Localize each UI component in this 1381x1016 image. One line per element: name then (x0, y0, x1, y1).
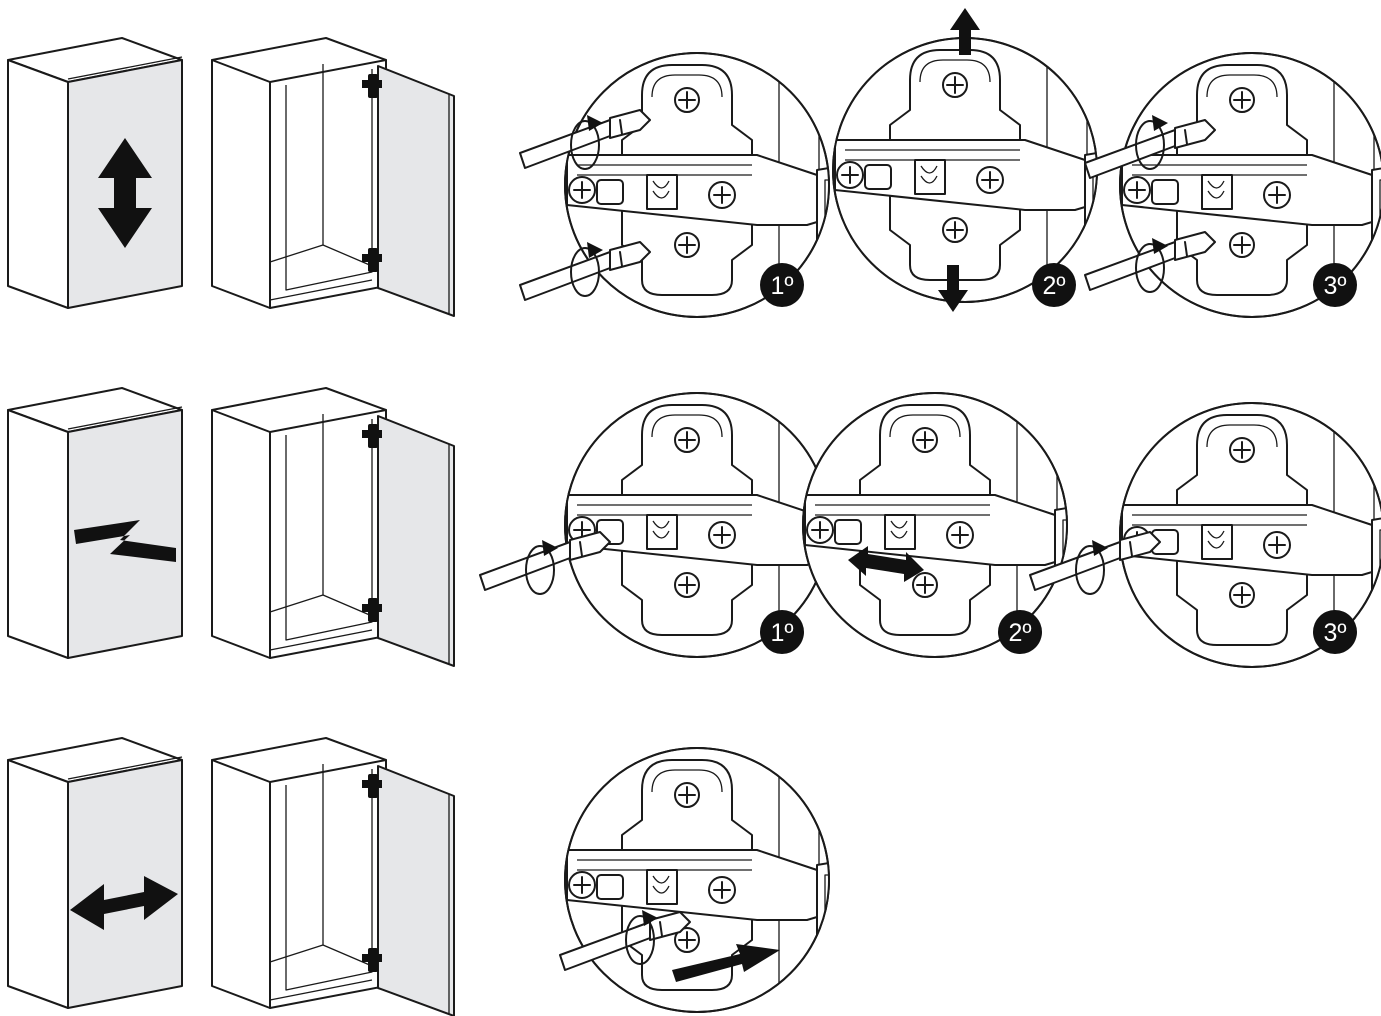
step-3-vertical-badge: 3º (1313, 263, 1357, 307)
step-1-depth-badge: 1º (760, 610, 804, 654)
step-1-vertical-badge: 1º (760, 263, 804, 307)
step-2-depth-badge: 2º (998, 610, 1042, 654)
step-1-depth-loosen (480, 393, 857, 657)
open-cabinet-lateral (212, 738, 454, 1016)
step-3-depth-badge: 3º (1313, 610, 1357, 654)
step-3-depth-label: 3º (1323, 619, 1346, 647)
open-cabinet-vertical (212, 38, 454, 316)
row-depth-adjustment (8, 388, 454, 666)
step-lateral-adjust (560, 748, 857, 1012)
step-2-vertical-label: 2º (1042, 272, 1065, 300)
open-cabinet-depth (212, 388, 454, 666)
step-2-depth-move (803, 393, 1095, 657)
step-1-vertical-label: 1º (770, 272, 793, 300)
closed-cabinet-lateral (8, 738, 182, 1008)
step-1-depth-label: 1º (770, 619, 793, 647)
closed-cabinet-vertical (8, 38, 182, 308)
step-1-vertical-loosen (520, 53, 857, 317)
step-2-depth-label: 2º (1008, 619, 1031, 647)
step-2-vertical-badge: 2º (1032, 263, 1076, 307)
step-2-vertical-move (833, 8, 1125, 312)
step-3-vertical-label: 3º (1323, 272, 1346, 300)
row-vertical-adjustment: 1º 2º (8, 8, 1381, 317)
closed-cabinet-depth (8, 388, 182, 658)
row-lateral-adjustment (8, 738, 454, 1016)
